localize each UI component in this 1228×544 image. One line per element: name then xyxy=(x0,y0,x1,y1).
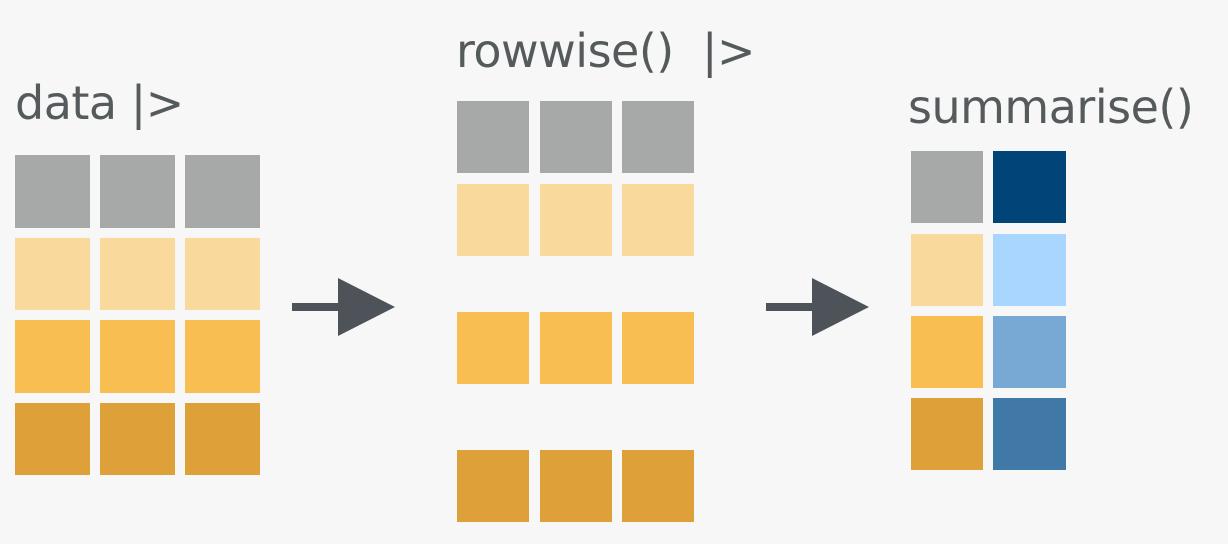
rowwise-row1-cell xyxy=(622,184,694,256)
summarise-result-header-cell xyxy=(993,151,1066,223)
rowwise-header-cell xyxy=(457,101,529,173)
summarise-row2-cell xyxy=(911,316,983,388)
summarise-row3-cell xyxy=(911,398,983,470)
rowwise-row2-cell xyxy=(457,312,529,384)
summarise-result-row2-cell xyxy=(993,316,1066,388)
data-row3-cell xyxy=(15,403,90,475)
data-row3-cell xyxy=(100,403,175,475)
right-arrow-icon xyxy=(766,278,869,336)
summarise-result-row3-cell xyxy=(993,398,1066,470)
data-row3-cell xyxy=(185,403,260,475)
data-header-cell xyxy=(185,155,260,228)
data-row2-cell xyxy=(100,320,175,393)
summarise-header-cell xyxy=(911,151,983,223)
rowwise-header-cell xyxy=(622,101,694,173)
rowwise-row3-cell xyxy=(540,450,612,522)
summarise-label: summarise() xyxy=(908,80,1194,134)
rowwise-row2-cell xyxy=(540,312,612,384)
data-row2-cell xyxy=(15,320,90,393)
rowwise-row3-cell xyxy=(622,450,694,522)
rowwise-header-cell xyxy=(540,101,612,173)
data-pipe-label: data |> xyxy=(15,76,184,130)
right-arrow-icon xyxy=(292,278,395,336)
rowwise-row1-cell xyxy=(540,184,612,256)
summarise-result-row1-cell xyxy=(993,234,1066,306)
data-header-cell xyxy=(15,155,90,228)
data-row2-cell xyxy=(185,320,260,393)
rowwise-row1-cell xyxy=(457,184,529,256)
rowwise-row2-cell xyxy=(622,312,694,384)
rowwise-row3-cell xyxy=(457,450,529,522)
data-row1-cell xyxy=(185,238,260,310)
rowwise-pipe-label: rowwise() |> xyxy=(456,24,756,78)
data-row1-cell xyxy=(100,238,175,310)
data-header-cell xyxy=(100,155,175,228)
summarise-row1-cell xyxy=(911,234,983,306)
data-row1-cell xyxy=(15,238,90,310)
